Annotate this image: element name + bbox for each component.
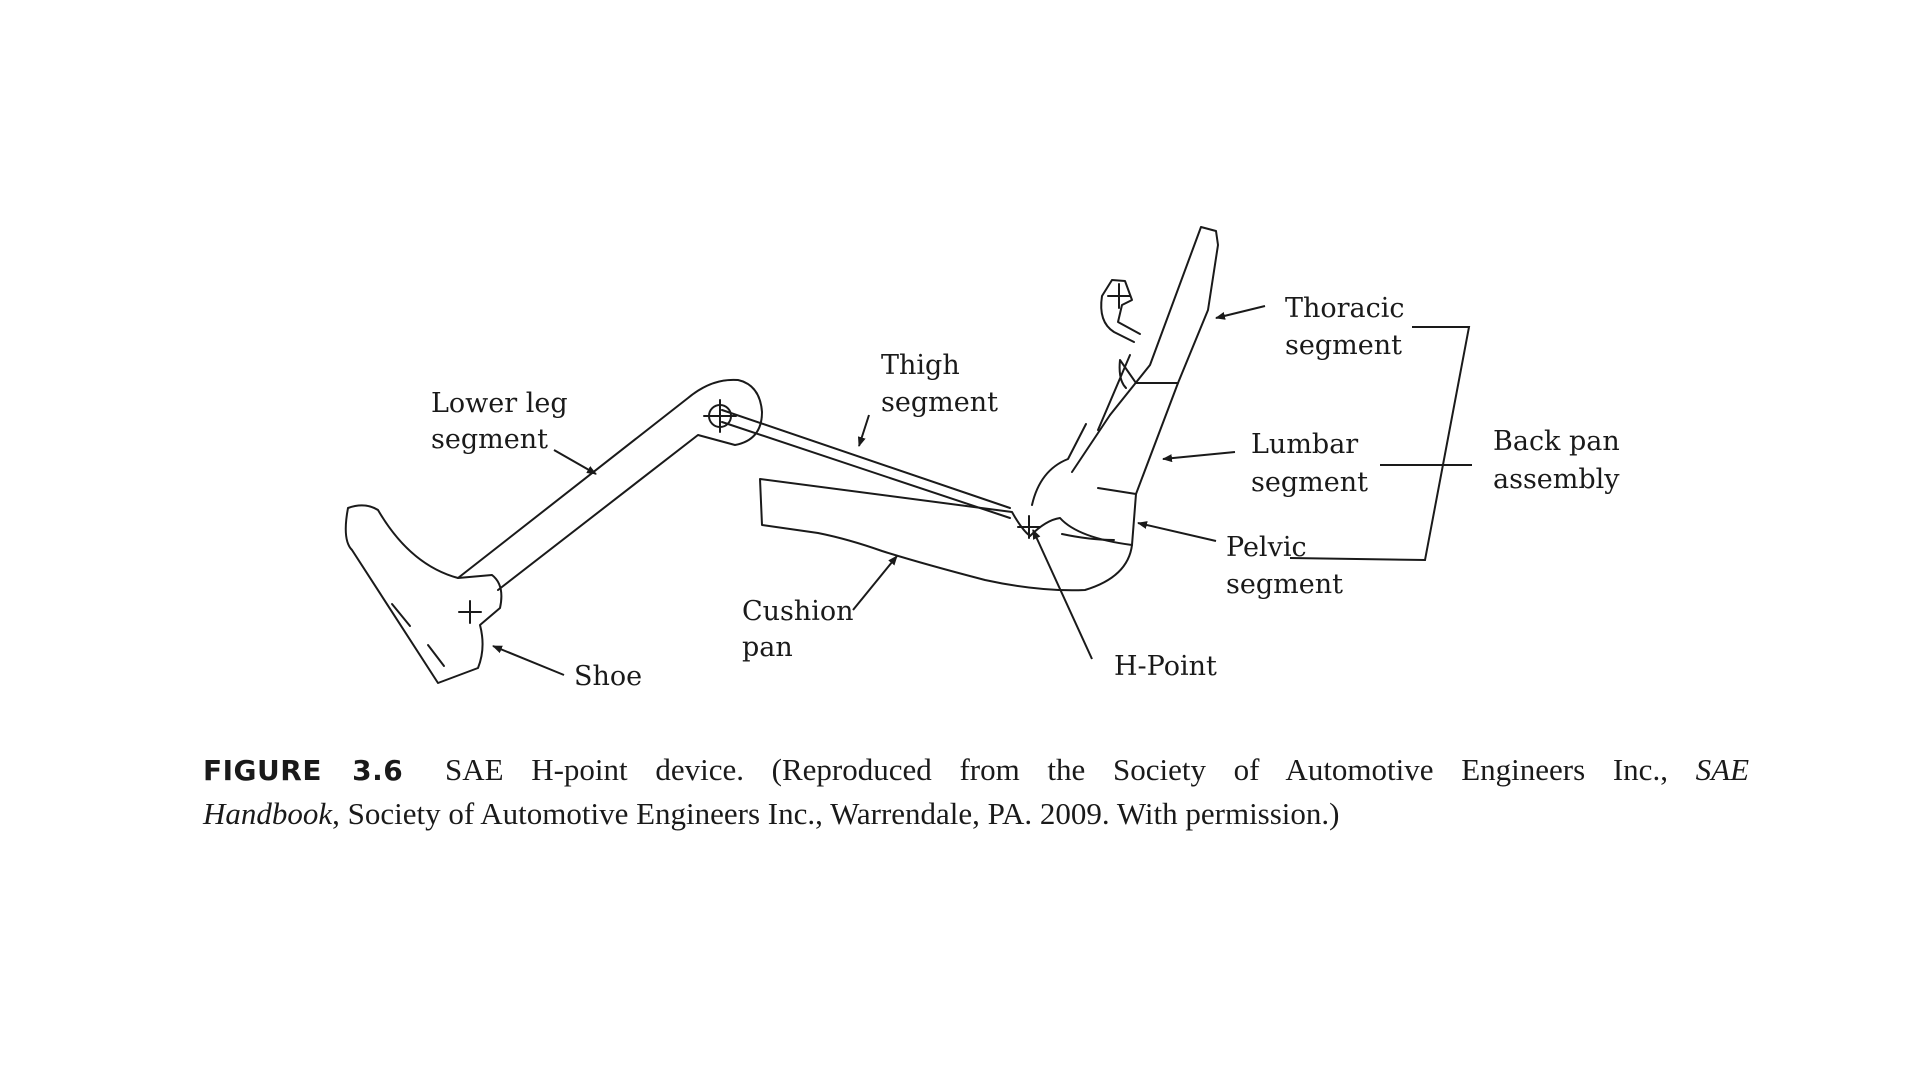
lower-leg-label: Lower leg segment [431,388,568,455]
thigh-segment-shape [721,409,1011,519]
svg-text:segment: segment [1251,467,1368,498]
lower-leg-segment-shape [457,378,763,591]
svg-text:Thoracic: Thoracic [1285,293,1405,324]
svg-text:segment: segment [881,387,998,418]
svg-text:segment: segment [1226,569,1343,600]
caption-text: , Society of Automotive Engineers Inc., … [332,796,1340,831]
h-point-crosshair [1017,515,1041,539]
svg-text:Lumbar: Lumbar [1251,429,1358,460]
svg-text:segment: segment [1285,330,1402,361]
thigh-pointer [857,414,870,447]
shoe-pointer [492,645,565,676]
shoe-shape [344,504,503,684]
lumbar-pointer [1162,451,1236,463]
svg-text:Pelvic: Pelvic [1226,532,1307,563]
svg-text:segment: segment [431,424,548,455]
thoracic-segment-shape [1097,226,1219,431]
shoe-dash [391,603,411,627]
ankle-pivot-crosshair [458,600,482,624]
head-pivot-crosshair [1107,283,1131,309]
head-restraint-pivot-shape [1100,279,1141,343]
thigh-label: Thigh segment [881,350,998,418]
cushion-pan-label: Cushion pan [742,596,854,663]
svg-text:Back pan: Back pan [1493,426,1620,457]
figure-caption: FIGURE 3.6 SAE H-point device. (Reproduc… [203,748,1749,835]
figure-number: FIGURE 3.6 [203,754,404,787]
svg-text:assembly: assembly [1493,464,1620,495]
h-point-pointer [1032,529,1093,660]
lumbar-label: Lumbar segment [1251,429,1368,498]
lumbar-segment-shape [1031,382,1179,506]
pelvic-pointer [1137,521,1217,542]
back-pan-label: Back pan assembly [1493,426,1620,495]
caption-text: SAE H-point device. (Reproduced from the… [444,752,1668,787]
h-point-label: H-Point [1114,651,1217,682]
knee-pivot-crosshair [703,399,737,433]
back-pan-assembly-bracket [1289,326,1472,562]
thoracic-pointer [1215,305,1266,320]
caption-italic-title: Handbook [203,796,333,831]
cushion-pan-pointer [852,555,898,611]
lower-leg-pointer [553,449,597,475]
svg-text:pan: pan [742,632,793,663]
pelvic-segment-shape [1061,493,1137,546]
svg-text:Cushion: Cushion [742,596,854,627]
shoe-label: Shoe [574,661,642,692]
svg-text:Thigh: Thigh [881,350,960,381]
caption-italic-title: SAE [1695,752,1750,787]
pelvic-label: Pelvic segment [1226,532,1343,600]
thoracic-label: Thoracic segment [1285,293,1405,361]
svg-text:Lower leg: Lower leg [431,388,568,419]
shoe-dash [427,644,445,667]
